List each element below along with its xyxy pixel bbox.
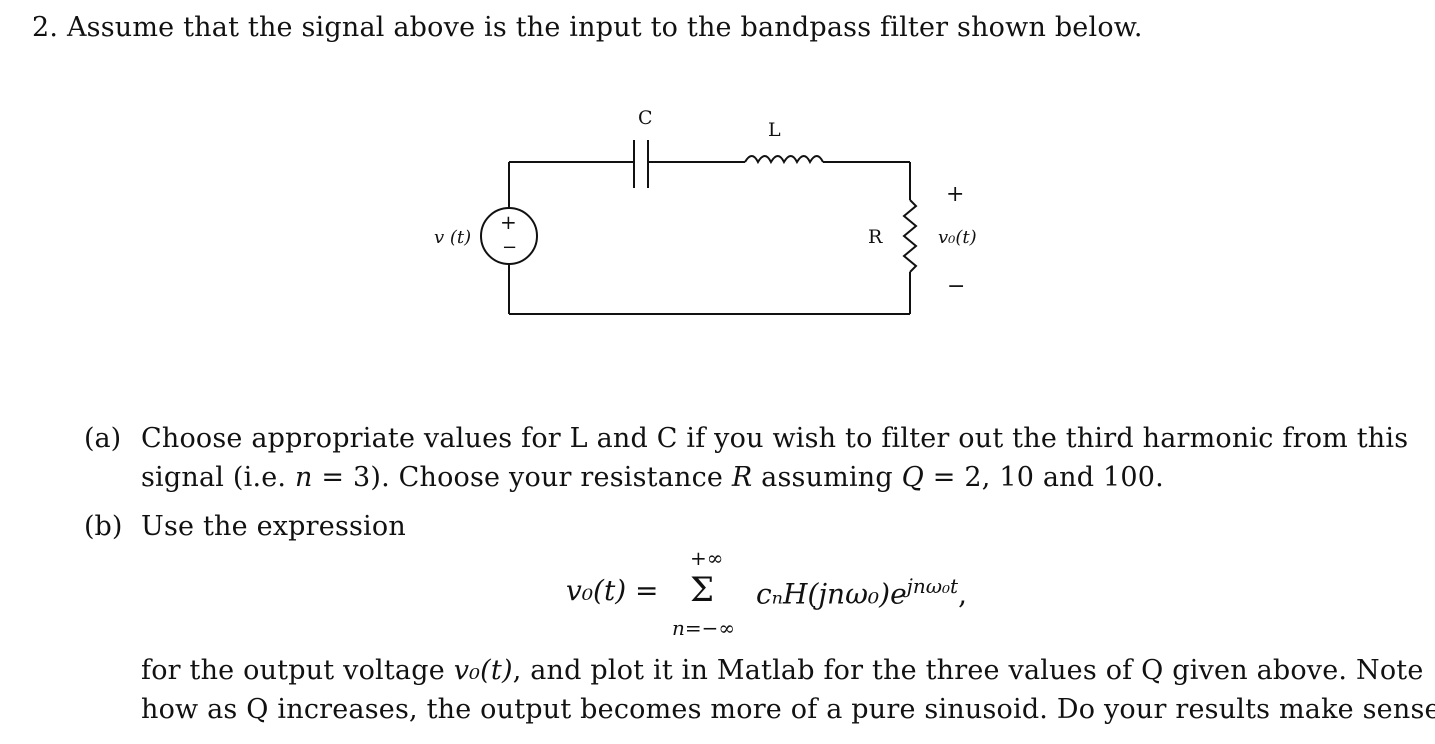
resistor-zigzag [902, 199, 918, 273]
part-b-label: (b) [84, 511, 123, 542]
var-Q: Q [901, 462, 925, 493]
output-minus-sign: − [947, 274, 965, 299]
part-b-text: , and plot it in Matlab for the three va… [512, 655, 1424, 686]
part-a-text: = 2, 10 and 100. [924, 462, 1164, 493]
summation-lower-limit: n=−∞ [672, 616, 736, 640]
var-n: n [294, 462, 313, 493]
equation-exponent: jnω₀t [906, 574, 959, 598]
part-a-text: = 3). Choose your resistance [312, 462, 732, 493]
var-vo: v₀(t) [453, 655, 513, 686]
part-a-line2: signal (i.e. n = 3). Choose your resista… [141, 462, 1164, 493]
part-b-line2: for the output voltage v₀(t), and plot i… [141, 655, 1424, 686]
inductor-coil [744, 155, 824, 165]
summation-upper-limit: +∞ [690, 546, 724, 570]
var-R: R [731, 462, 753, 493]
equation-comma: , [958, 577, 967, 611]
part-a-line1: Choose appropriate values for L and C if… [141, 423, 1409, 454]
source-minus-sign: − [502, 237, 517, 258]
question-heading: 2. Assume that the signal above is the i… [32, 12, 1143, 43]
part-b-line1: Use the expression [141, 511, 406, 542]
output-plus-sign: + [946, 182, 964, 207]
equation-term-body: cₙH(jnω₀)e [756, 577, 907, 611]
question-text: Assume that the signal above is the inpu… [66, 12, 1143, 43]
source-label: v (t) [434, 227, 471, 248]
resistor-label: R [868, 226, 883, 248]
summation-symbol: Σ [690, 570, 715, 610]
part-a-text: assuming [752, 462, 902, 493]
part-a-text: signal (i.e. [141, 462, 295, 493]
voltage-source-circle [480, 207, 538, 265]
equation-lhs: v₀(t) = [566, 574, 659, 607]
equation-term: cₙH(jnω₀)ejnω₀t, [756, 574, 967, 610]
output-voltage-label: v₀(t) [938, 227, 977, 248]
part-b-line3: how as Q increases, the output becomes m… [141, 694, 1435, 725]
inductor-label: L [768, 119, 781, 141]
capacitor-label: C [638, 107, 653, 129]
question-number: 2. [32, 12, 59, 43]
part-a-label: (a) [84, 423, 122, 454]
part-b-text: for the output voltage [141, 655, 454, 686]
source-plus-sign: + [500, 210, 517, 234]
